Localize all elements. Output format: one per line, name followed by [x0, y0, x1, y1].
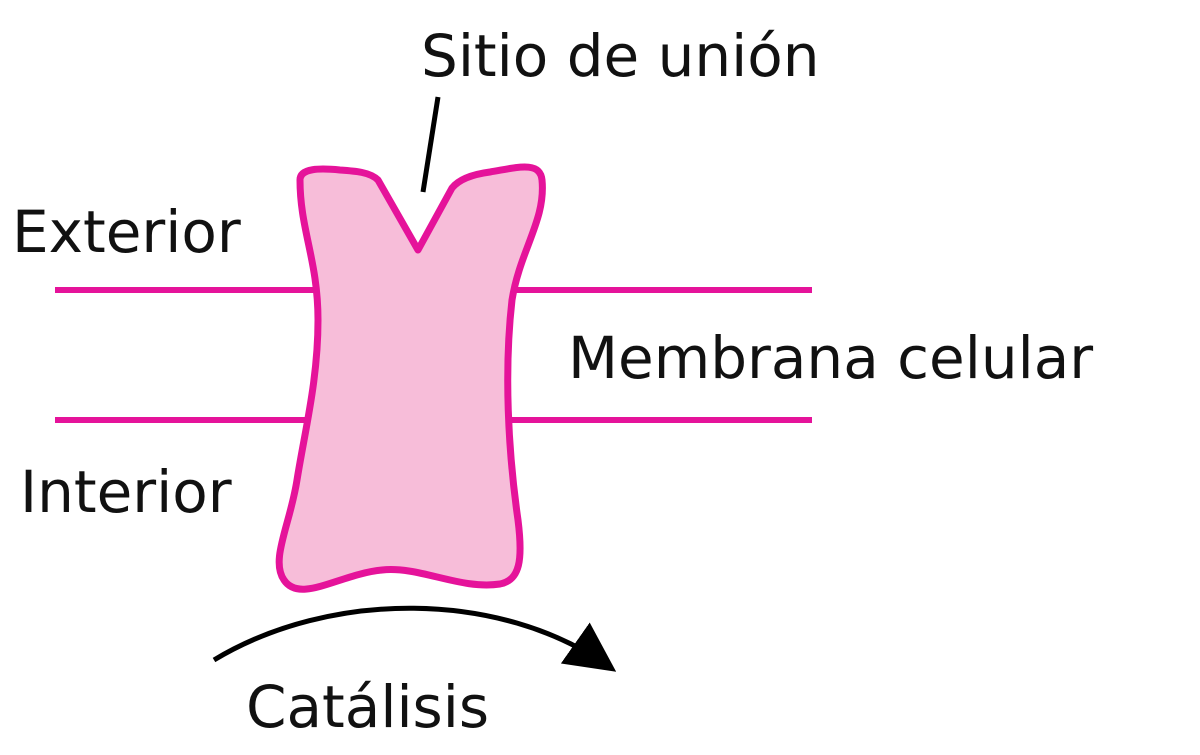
binding-site-label: Sitio de unión: [421, 22, 820, 90]
membrane-protein-shape: [275, 163, 546, 593]
catalysis-arrow: [212, 605, 617, 672]
membrane-label: Membrana celular: [568, 324, 1093, 392]
binding-site-pointer: [420, 96, 441, 193]
interior-label: Interior: [20, 458, 232, 526]
catalysis-label: Catálisis: [246, 673, 489, 741]
exterior-label: Exterior: [12, 198, 241, 266]
